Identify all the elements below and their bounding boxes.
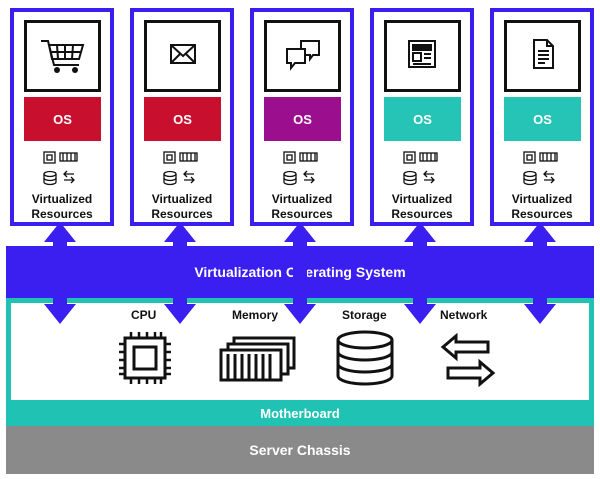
- os-block: OS: [24, 97, 101, 141]
- envelope-icon: [144, 20, 221, 92]
- network-arrows-icon: [440, 333, 496, 387]
- vm1-double-arrow: [44, 222, 76, 324]
- vm2-double-arrow: [164, 222, 196, 324]
- vm4-double-arrow: [404, 222, 436, 324]
- chat-bubbles-icon: [264, 20, 341, 92]
- resource-icons: [254, 147, 350, 191]
- motherboard-frame: [6, 298, 594, 402]
- os-block: OS: [504, 97, 581, 141]
- vm3-double-arrow: [284, 222, 316, 324]
- vr-line-2: Resources: [31, 207, 93, 221]
- resource-icons: [374, 147, 470, 191]
- memory-label: Memory: [232, 308, 279, 322]
- os-block: OS: [144, 97, 221, 141]
- shopping-cart-icon: [24, 20, 101, 92]
- resource-icons: [134, 147, 230, 191]
- network-label: Network: [440, 308, 488, 322]
- storage-label: Storage: [342, 308, 387, 322]
- resource-icons: [14, 147, 110, 191]
- server-chassis-label: Server Chassis: [249, 442, 351, 458]
- newspaper-icon: [384, 20, 461, 92]
- server-chassis-layer: Server Chassis: [6, 426, 594, 474]
- document-icon: [504, 20, 581, 92]
- vm-box-1: OS Virtualized Resources: [10, 8, 114, 226]
- cpu-label: CPU: [131, 308, 157, 322]
- cpu-icon: [119, 332, 171, 384]
- vr-line-1: Virtualized: [31, 192, 93, 206]
- virtualized-resources-label: Virtualized Resources: [14, 192, 110, 222]
- memory-icon: [219, 336, 296, 382]
- storage-icon: [336, 330, 394, 386]
- motherboard-layer: Motherboard: [6, 400, 594, 426]
- os-block: OS: [264, 97, 341, 141]
- os-block: OS: [384, 97, 461, 141]
- resource-icons: [494, 147, 590, 191]
- vm5-double-arrow: [524, 222, 556, 324]
- motherboard-label: Motherboard: [260, 405, 340, 421]
